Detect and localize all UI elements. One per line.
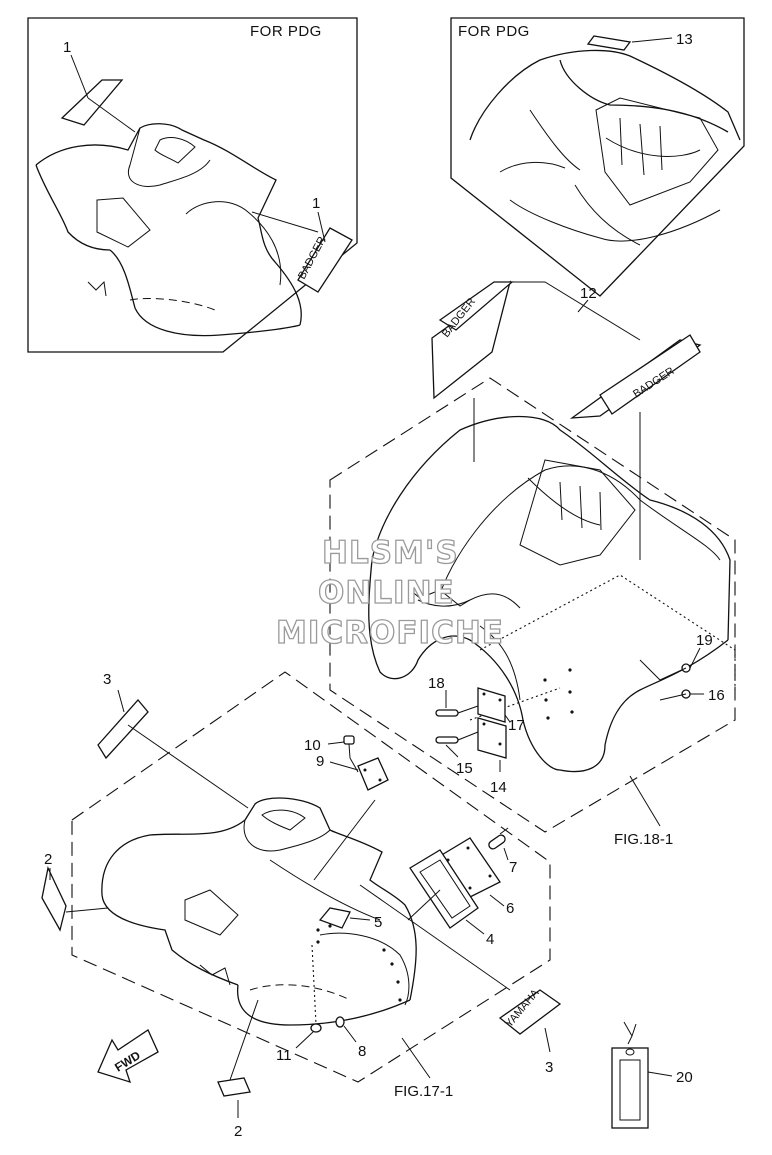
callout-2-side: 2 xyxy=(44,851,52,868)
watermark-line3: MICROFICHE xyxy=(276,615,504,651)
watermark-line2: ONLINE xyxy=(318,575,455,611)
ref-front-fig: FIG.17-1 xyxy=(394,1083,453,1100)
inset-left-label: FOR PDG xyxy=(250,23,322,40)
callout-3-upper: 3 xyxy=(103,671,111,688)
fastener-15 xyxy=(435,731,479,744)
callout-13: 13 xyxy=(676,31,693,48)
callout-12: 12 xyxy=(580,285,597,302)
callout-19: 19 xyxy=(696,632,713,649)
ref-rear-fig: FIG.18-1 xyxy=(614,831,673,848)
callout-17: 17 xyxy=(508,717,525,734)
callout-3-lower: 3 xyxy=(545,1059,553,1076)
callout-4: 5 xyxy=(374,914,382,931)
callout-2-bottom: 2 xyxy=(234,1123,242,1140)
watermark-line1: HLSM'S xyxy=(322,535,459,571)
front-fender-group: 3 10 9 2 xyxy=(41,671,562,1140)
fastener-18 xyxy=(435,705,479,717)
callout-20: 20 xyxy=(676,1069,693,1086)
watermark: HLSM'S ONLINE MICROFICHE xyxy=(275,534,504,651)
callout-11: 11 xyxy=(276,1047,292,1064)
bolt-10 xyxy=(343,735,355,759)
callout-18: 18 xyxy=(428,675,445,692)
callout-14: 14 xyxy=(490,779,507,796)
callout-6: 6 xyxy=(506,900,514,917)
callout-8: 8 xyxy=(358,1043,366,1060)
callout-7: 7 xyxy=(509,859,517,876)
forward-arrow-icon: FWD xyxy=(97,1029,159,1083)
callout-5: 4 xyxy=(486,931,494,948)
callout-10: 10 xyxy=(304,737,321,754)
callout-1-top: 1 xyxy=(63,39,71,56)
callout-16: 16 xyxy=(708,687,725,704)
inset-rear-fender-pdg: FOR PDG 13 xyxy=(450,17,745,297)
callout-9: 9 xyxy=(316,753,324,770)
caution-tag-20: 20 xyxy=(611,1021,693,1129)
inset-right-label: FOR PDG xyxy=(458,23,530,40)
callout-15: 15 xyxy=(456,760,473,777)
callout-1-badger: 1 xyxy=(312,195,320,212)
pin-7 xyxy=(488,827,509,850)
inset-front-fender-pdg: FOR PDG BADGER 1 1 xyxy=(27,17,358,353)
